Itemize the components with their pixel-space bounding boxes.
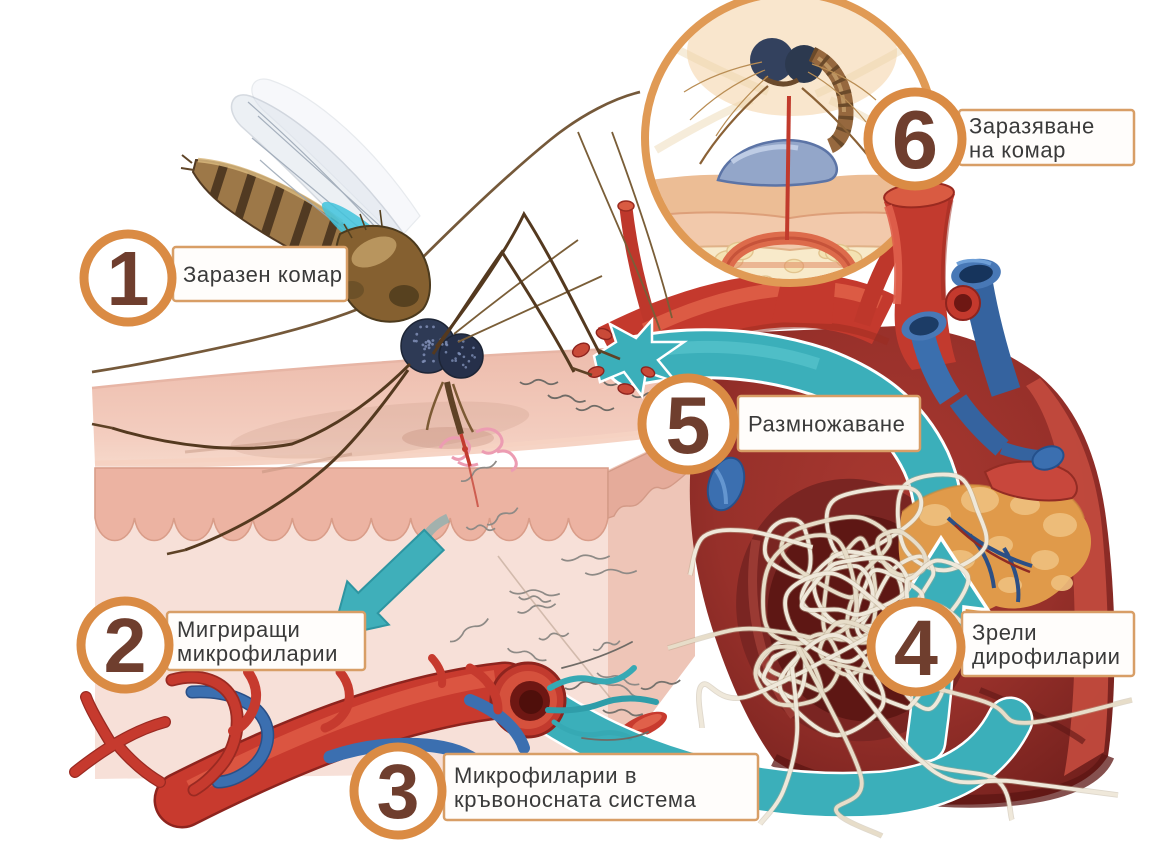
svg-text:на комар: на комар bbox=[969, 137, 1066, 162]
svg-text:1: 1 bbox=[107, 236, 150, 322]
svg-text:Мигриращи: Мигриращи bbox=[177, 617, 300, 642]
svg-text:микрофиларии: микрофиларии bbox=[177, 641, 338, 666]
svg-text:6: 6 bbox=[892, 93, 938, 186]
svg-text:Заразяване: Заразяване bbox=[969, 114, 1095, 139]
svg-text:Микрофиларии в: Микрофиларии в bbox=[454, 763, 637, 788]
svg-text:кръвоносната система: кръвоносната система bbox=[454, 787, 697, 812]
svg-text:2: 2 bbox=[104, 603, 147, 689]
svg-text:4: 4 bbox=[894, 603, 938, 692]
svg-text:Зрели: Зрели bbox=[972, 620, 1037, 645]
svg-text:3: 3 bbox=[377, 749, 420, 835]
svg-text:5: 5 bbox=[665, 381, 710, 471]
svg-text:Размножаване: Размножаване bbox=[748, 411, 906, 436]
svg-text:дирофиларии: дирофиларии bbox=[972, 644, 1120, 669]
svg-text:Заразен комар: Заразен комар bbox=[183, 262, 343, 287]
